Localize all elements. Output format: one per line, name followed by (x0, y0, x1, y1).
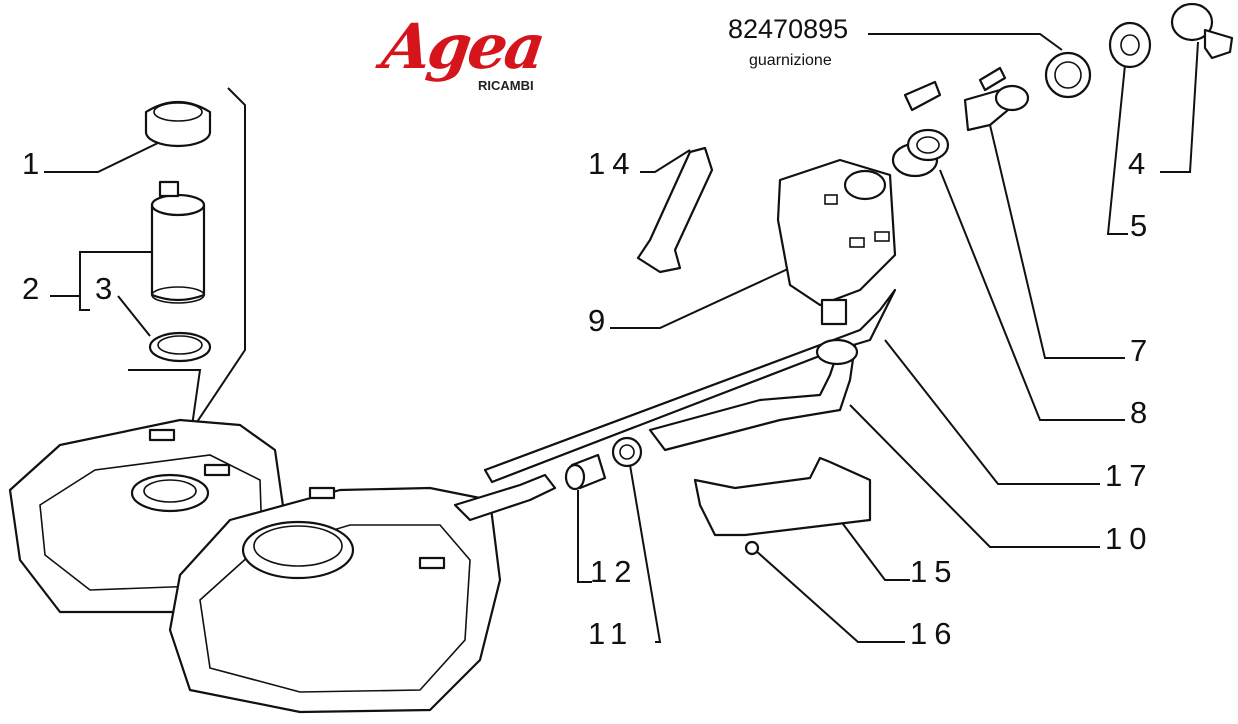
leader-4 (1160, 41, 1199, 173)
brand-logo: Agea RICAMBI (378, 10, 553, 110)
part-12-sleeve (564, 453, 607, 491)
part-2-fuel-pump (150, 180, 206, 304)
callout-11: 11 (588, 616, 635, 651)
callout-16: 16 (910, 616, 959, 651)
part-description: guarnizione (749, 52, 832, 69)
part-4-fuel-cap (1170, 2, 1234, 60)
tank-inlet-hose (453, 473, 557, 522)
callout-17: 17 (1105, 458, 1154, 493)
part-number: 82470895 (728, 14, 849, 44)
part-15-heat-shield (693, 456, 872, 537)
leader-5 (1106, 64, 1128, 235)
leader-17 (884, 339, 1100, 485)
callout-5: 5 (1130, 208, 1155, 243)
callout-4: 4 (1128, 146, 1153, 181)
part-3-seal-ring (148, 331, 212, 363)
leader-16 (754, 549, 905, 643)
leader-10 (849, 404, 1100, 548)
part-5-flange (1108, 21, 1152, 69)
part-11-seal (611, 436, 643, 468)
callout-2: 2 (22, 271, 47, 306)
callout-10: 10 (1105, 521, 1154, 556)
leader-9 (610, 267, 791, 329)
leader-11 (629, 464, 662, 643)
callout-1: 1 (22, 146, 47, 181)
part-7-elbow (903, 66, 1030, 132)
leader-14 (640, 149, 691, 173)
callout-14: 14 (588, 146, 637, 181)
callout-15: 15 (910, 554, 959, 589)
leader-15 (839, 519, 910, 581)
leader-lines (44, 33, 1199, 643)
leader-12 (577, 560, 592, 583)
part-9-canister (776, 158, 897, 326)
vent-pipe-17 (483, 288, 897, 484)
bracket-2 (79, 251, 90, 311)
fuel-tank (8, 418, 502, 714)
part-1-locking-ring (144, 101, 212, 148)
group-bracket-bottom (128, 369, 202, 441)
part-8-grommet (891, 128, 950, 178)
part-14-strap (636, 146, 714, 274)
leader-3 (117, 295, 151, 337)
leader-8 (939, 169, 1125, 421)
tank-filler-ring (241, 520, 355, 580)
callout-3: 3 (95, 271, 120, 306)
filler-pipes (453, 288, 897, 522)
part-16-nut (744, 540, 760, 556)
callout-12: 12 (590, 554, 639, 589)
leader-1 (44, 141, 161, 173)
leader-partnumber (868, 33, 1063, 51)
gasket-82470895 (1044, 51, 1092, 99)
group-bracket (184, 87, 246, 441)
leader-7 (989, 124, 1125, 359)
callout-8: 8 (1130, 395, 1155, 430)
brand-subtitle: RICAMBI (478, 78, 534, 93)
filler-hose-10 (648, 343, 857, 452)
callout-7: 7 (1130, 333, 1155, 368)
callout-9: 9 (588, 303, 613, 338)
